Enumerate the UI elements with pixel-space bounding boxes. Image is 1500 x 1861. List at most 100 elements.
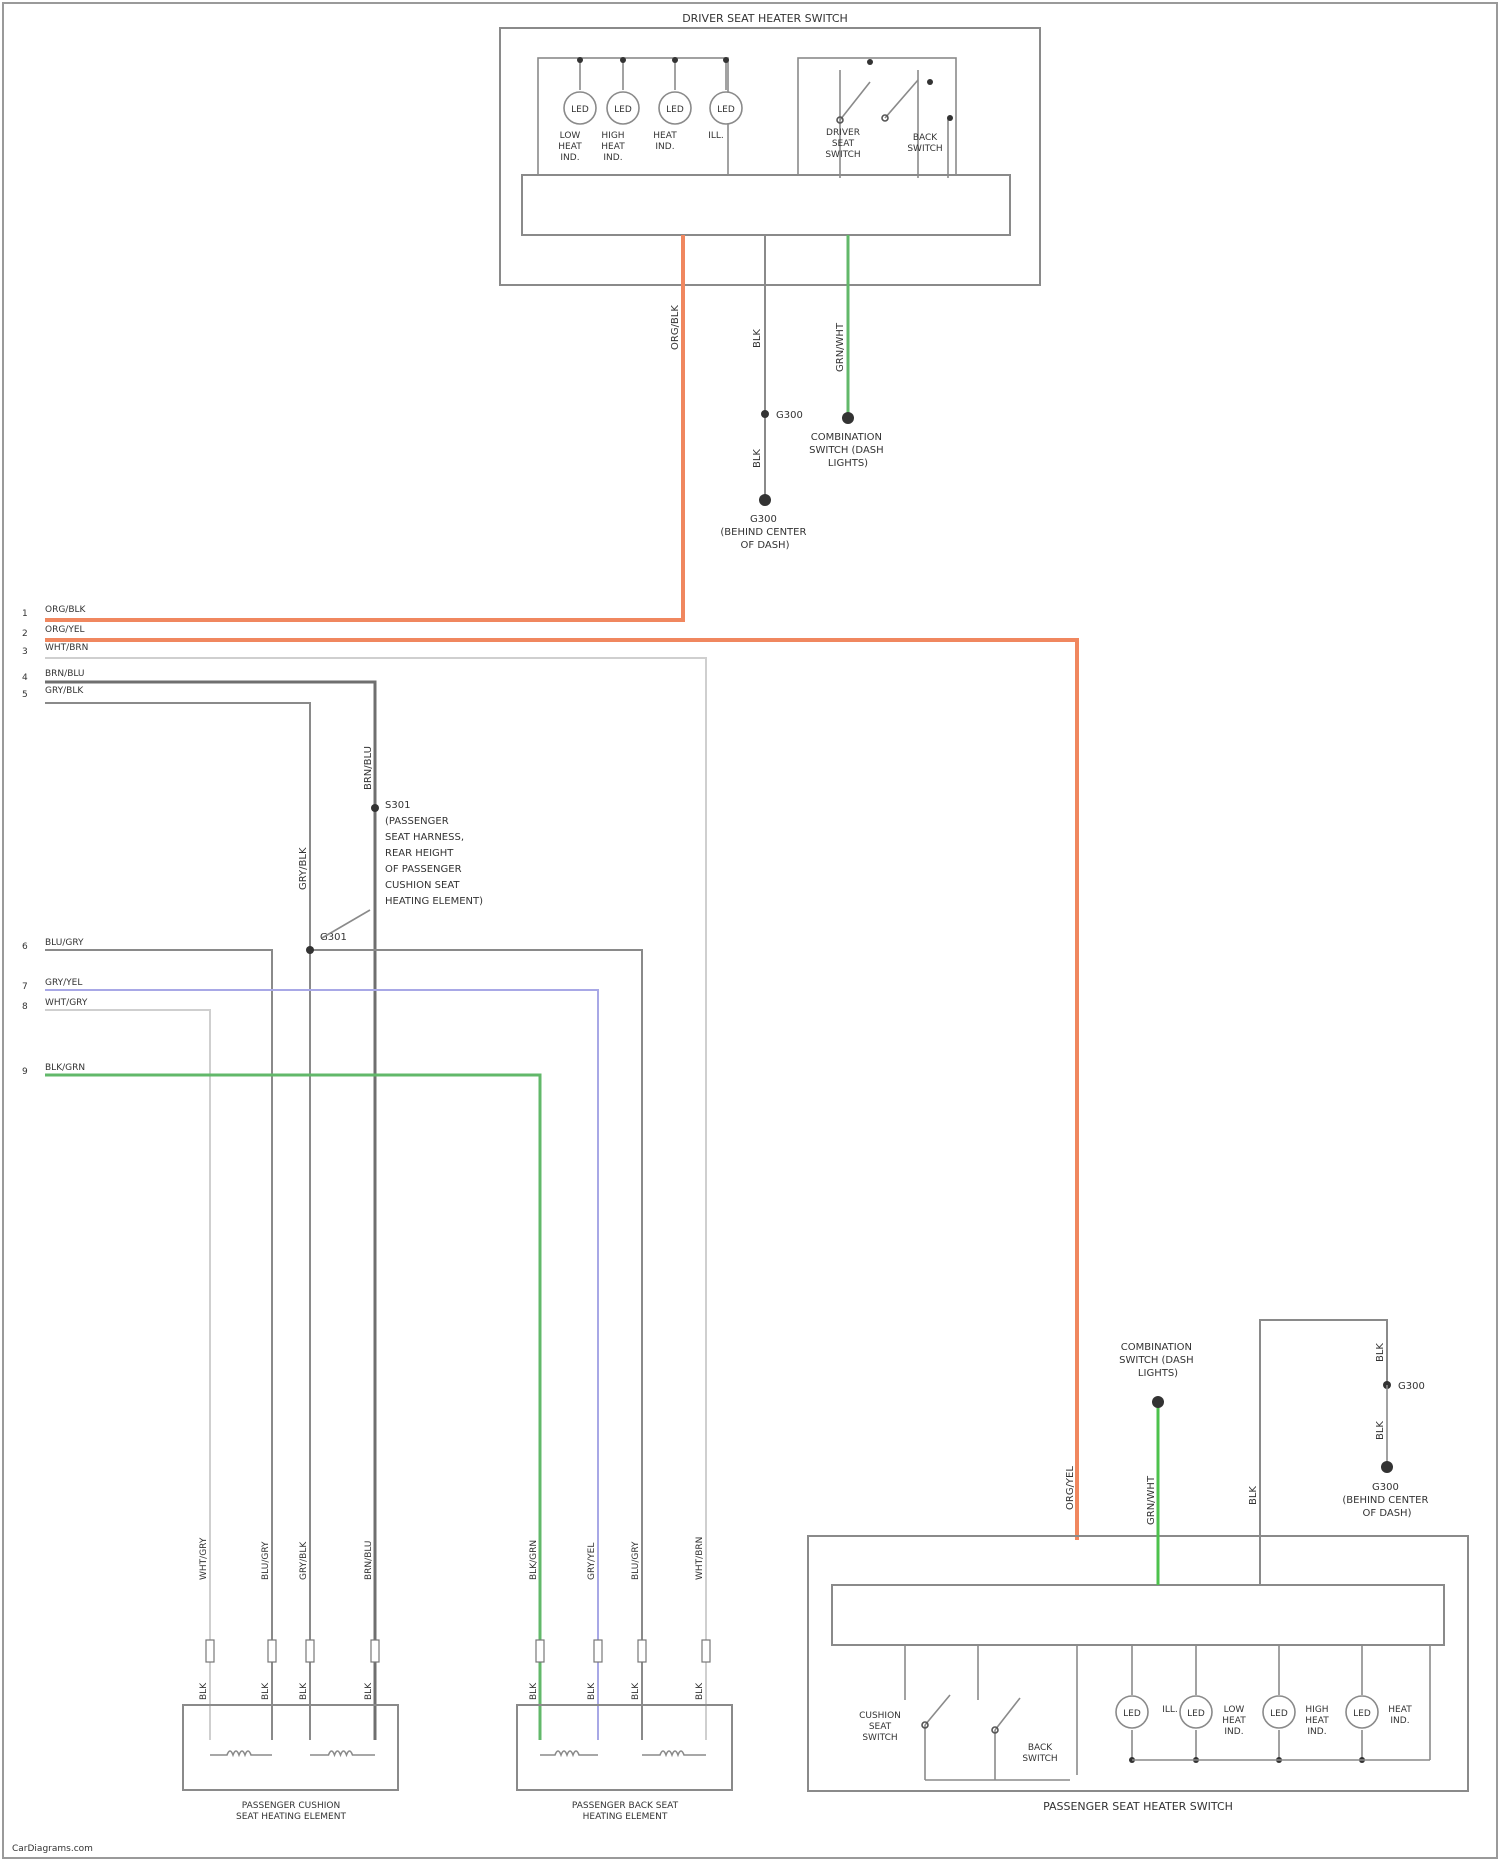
back-element-wire-label: BLU/GRY (631, 1541, 641, 1580)
footer-watermark: CarDiagrams.com (12, 1844, 93, 1854)
pin-number: 7 (22, 982, 28, 992)
driver-power-dot (842, 412, 854, 424)
led-label: LED (1123, 1709, 1141, 1719)
wire-label-brn-blu: BRN/BLU (363, 746, 374, 790)
pin-number: 6 (22, 942, 28, 952)
cushion-element-connector-label: BLK (261, 1682, 271, 1700)
wire-pin2-orange (45, 640, 1077, 1540)
led-label: LED (1270, 1709, 1288, 1719)
connector-pins: 1 ORG/BLK 2 ORG/YEL 3 WHT/BRN 4 BRN/BLU 5 GRY/BLK… (22, 605, 88, 1077)
pin-number: 3 (22, 647, 28, 657)
pin-number: 4 (22, 673, 28, 683)
driver-switch-contacts (837, 59, 953, 178)
connector-pin-2: 2 ORG/YEL (22, 625, 85, 639)
passenger-power-dot (1152, 1396, 1164, 1408)
cushion-element-connector-label: BLK (299, 1682, 309, 1700)
pin-wire-code: ORG/YEL (45, 625, 85, 635)
page-border (3, 3, 1497, 1858)
driver-wire-label-3: GRN/WHT (835, 322, 846, 372)
passenger-power-label: COMBINATION SWITCH (DASH LIGHTS) (1119, 1342, 1197, 1379)
g300-ground-dot (759, 494, 771, 506)
wire-splice-branch (310, 950, 642, 1740)
back-element-wire-label: WHT/BRN (695, 1537, 705, 1580)
led-label: LED (717, 105, 735, 115)
pin-number: 5 (22, 690, 28, 700)
passenger-g300-splice-label: G300 (1398, 1381, 1425, 1392)
passenger-wire-label-3: BLK (1248, 1486, 1259, 1505)
cushion-element-wire-label: BLU/GRY (261, 1541, 271, 1580)
passenger-cushion-heating-element: WHT/GRYBLKBLU/GRYBLKGRY/BLKBLKBRN/BLUBLK… (183, 1537, 398, 1822)
pin-number: 9 (22, 1067, 28, 1077)
led-label: LED (614, 105, 632, 115)
driver-wire-label-2: BLK (752, 329, 763, 348)
led-label: LED (1353, 1709, 1371, 1719)
passenger-ground-label: G300 (BEHIND CENTER OF DASH) (1342, 1482, 1431, 1519)
passenger-g300-ground-dot (1381, 1461, 1393, 1473)
driver-switch-module (522, 175, 1010, 235)
driver-ground-wire: BLK (752, 449, 763, 468)
back-element-wire-label: BLK/GRN (529, 1540, 539, 1580)
wire-pin8-blue (45, 990, 598, 1740)
s301-note: S301(PASSENGERSEAT HARNESS,REAR HEIGHTOF… (385, 800, 483, 907)
passenger-wire-black (1260, 1320, 1387, 1585)
driver-wire-label-1: ORG/BLK (670, 305, 681, 350)
pin-wire-code: ORG/BLK (45, 605, 87, 615)
driver-led-2: LED HIGHHEATIND. (601, 57, 639, 163)
wire-pin8b (45, 1010, 210, 1740)
cushion-element-wire-label: GRY/BLK (299, 1541, 309, 1580)
cushion-element-wire-label: BRN/BLU (364, 1540, 374, 1580)
connector-pin-5: 5 GRY/BLK (22, 686, 84, 700)
pin-wire-code: WHT/BRN (45, 643, 88, 653)
driver-power-label: COMBINATION SWITCH (DASH LIGHTS) (809, 432, 887, 469)
heater-coil-icon (642, 1751, 706, 1755)
passenger-ground-wire-top: BLK (1375, 1343, 1386, 1362)
passenger-switch-module (832, 1585, 1444, 1645)
driver-switch-title: DRIVER SEAT HEATER SWITCH (682, 12, 848, 25)
passenger-led-4: LED HEATIND. (1346, 1645, 1412, 1763)
pin-wire-code: BRN/BLU (45, 669, 85, 679)
pin-wire-code: WHT/GRY (45, 998, 88, 1008)
wire-pin5 (45, 703, 310, 1740)
led-label: LED (666, 105, 684, 115)
passenger-ground-wire-bottom: BLK (1375, 1421, 1386, 1440)
passenger-wire-label-1: ORG/YEL (1065, 1466, 1076, 1510)
pin-wire-code: GRY/BLK (45, 686, 84, 696)
driver-led-4: LED ILL. (708, 57, 742, 141)
heater-coil-icon (210, 1751, 272, 1755)
passenger-back-heating-element: BLK/GRNBLKGRY/YELBLKBLU/GRYBLKWHT/BRNBLK… (517, 1537, 732, 1822)
back-element-box (517, 1705, 732, 1790)
pin-wire-code: BLK/GRN (45, 1063, 85, 1073)
cushion-element-wire-label: WHT/GRY (199, 1537, 209, 1580)
back-element-connector-label: BLK (695, 1682, 705, 1700)
driver-seat-heater-switch (500, 28, 1040, 285)
pin-number: 8 (22, 1002, 28, 1012)
g300-splice-label: G300 (776, 410, 803, 421)
heater-coil-icon (540, 1751, 598, 1755)
passenger-seat-heater-switch (808, 1536, 1468, 1791)
pin-number: 1 (22, 609, 28, 619)
driver-led-3: LED HEATIND. (653, 57, 691, 152)
passenger-back-switch-caption: BACKSWITCH (1022, 1743, 1057, 1764)
back-element-connector-label: BLK (529, 1682, 539, 1700)
connector-pin-3: 3 WHT/BRN (22, 643, 88, 657)
pin-number: 2 (22, 629, 28, 639)
led-caption: ILL. (708, 131, 724, 141)
passenger-switch-title: PASSENGER SEAT HEATER SWITCH (1043, 1800, 1233, 1813)
cushion-element-connector-label: BLK (199, 1682, 209, 1700)
back-element-wire-label: GRY/YEL (587, 1543, 597, 1580)
led-label: LED (1187, 1709, 1205, 1719)
